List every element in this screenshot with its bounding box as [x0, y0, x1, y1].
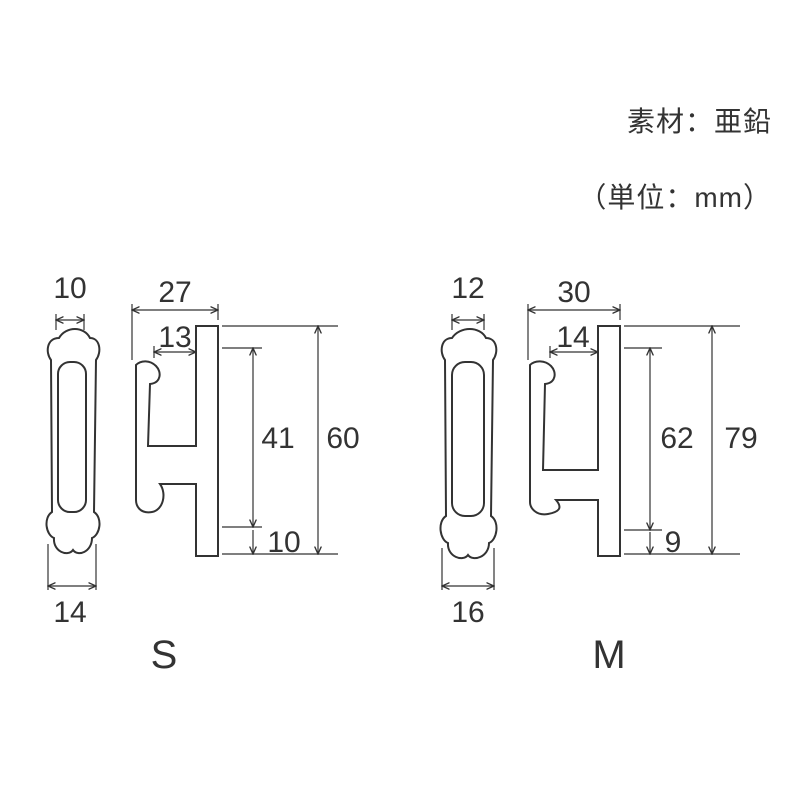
s-side-view — [135, 325, 219, 557]
s-dimensions — [48, 304, 338, 590]
m-overall-height-label: 79 — [724, 422, 757, 455]
s-bottom-width-label: 14 — [53, 596, 86, 629]
m-front-view — [439, 328, 498, 560]
s-overall-height-label: 60 — [326, 422, 359, 455]
variant-s — [45, 304, 338, 590]
s-inner-height-label: 41 — [261, 422, 294, 455]
size-label-m: M — [592, 633, 625, 677]
s-post-label: 13 — [158, 321, 191, 354]
s-depth-label: 27 — [158, 276, 191, 309]
unit-note: （単位：mm） — [578, 182, 772, 213]
m-lower-label: 9 — [665, 526, 682, 559]
s-front-view — [45, 328, 101, 555]
size-label-s: S — [151, 633, 178, 677]
m-dimensions — [442, 304, 740, 590]
m-inner-height-label: 62 — [660, 422, 693, 455]
m-bottom-width-label: 16 — [451, 596, 484, 629]
m-top-width-label: 12 — [451, 272, 484, 305]
variant-m — [439, 304, 740, 590]
material-note: 素材：亜鉛 — [626, 106, 772, 137]
s-top-width-label: 10 — [53, 272, 86, 305]
m-depth-label: 30 — [557, 276, 590, 309]
m-side-view — [529, 325, 621, 557]
m-post-label: 14 — [556, 321, 589, 354]
s-lower-label: 10 — [267, 526, 300, 559]
